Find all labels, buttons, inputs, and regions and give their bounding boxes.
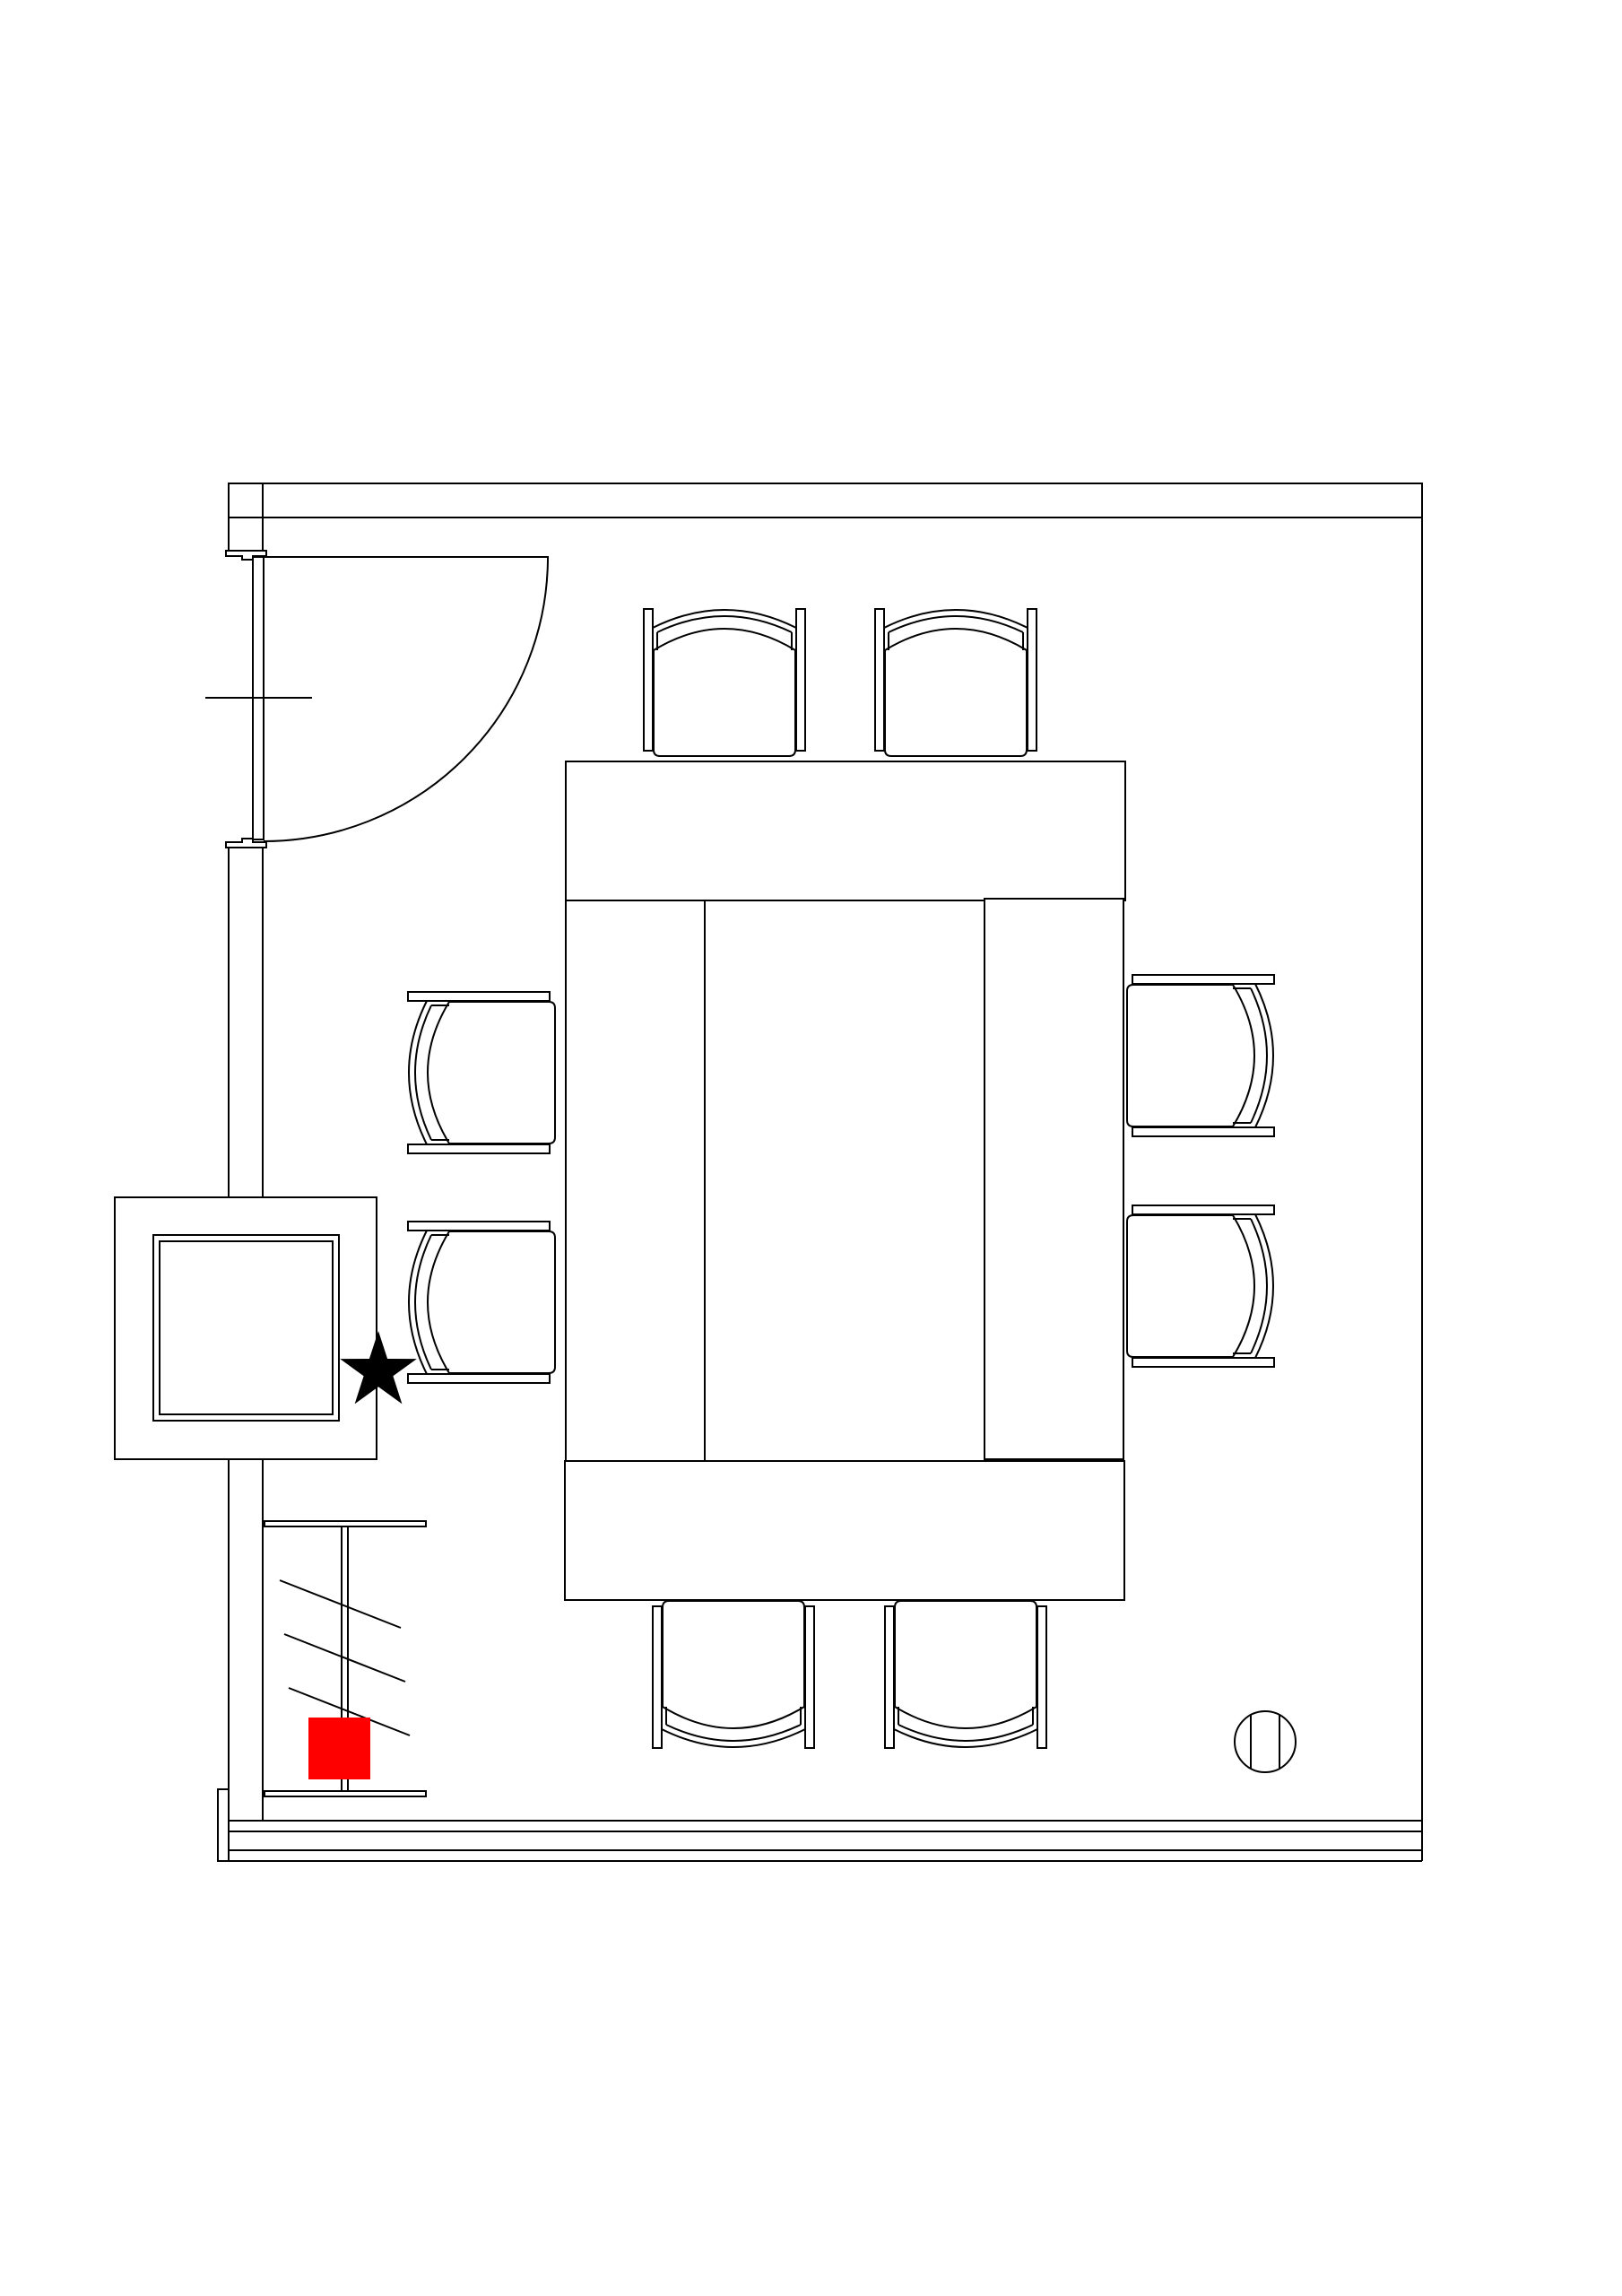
star-marker-icon xyxy=(340,1331,417,1405)
chair xyxy=(1126,974,1275,1137)
chair xyxy=(643,608,806,757)
coat-rack xyxy=(264,1520,427,1797)
conference-table xyxy=(564,761,1126,1601)
chair xyxy=(1126,1205,1275,1368)
chair xyxy=(407,1221,556,1384)
chair xyxy=(652,1600,815,1749)
room-walls xyxy=(217,483,1423,1862)
red-marker xyxy=(308,1718,370,1779)
entry-door xyxy=(205,550,550,848)
trash-bin xyxy=(1234,1710,1297,1773)
chair xyxy=(874,608,1037,757)
chair xyxy=(407,991,556,1154)
chair xyxy=(884,1600,1047,1749)
side-cabinet xyxy=(114,1196,377,1460)
